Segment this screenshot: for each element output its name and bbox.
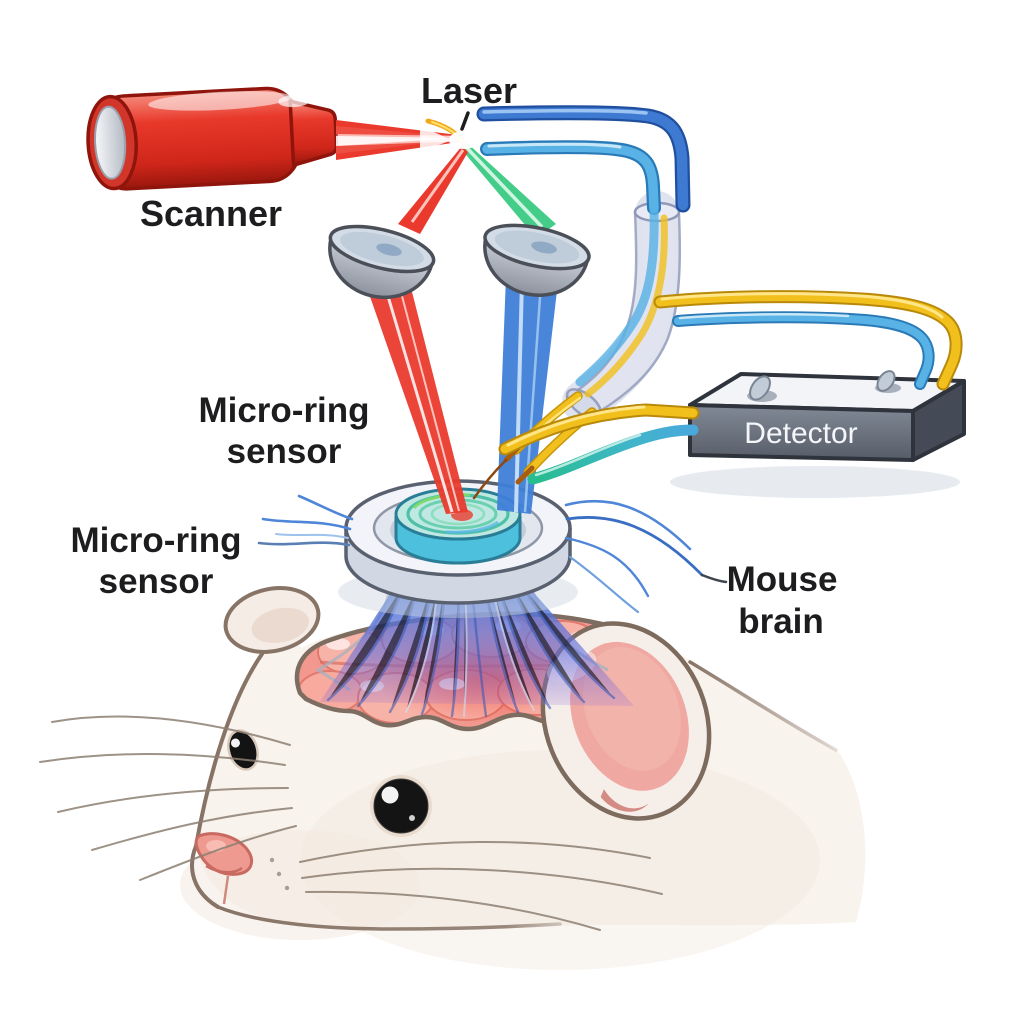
detector-front-face <box>688 403 915 462</box>
svg-text:Micro-ring: Micro-ring <box>198 391 369 430</box>
fibers-inside-glass <box>575 205 668 398</box>
yellow-cable-left <box>498 403 700 456</box>
laser-label-tick <box>460 111 470 131</box>
philtrum-line <box>222 875 230 905</box>
detector-label: Detector <box>744 417 857 450</box>
label-leader-left <box>257 541 351 547</box>
laser-output-beam <box>336 118 471 160</box>
fiber-needle-tip <box>472 458 508 500</box>
svg-text:brain: brain <box>738 602 824 641</box>
laser-scanner-device <box>86 86 339 191</box>
micro-ring-sensor-label-top: Micro-ring sensor <box>198 391 369 471</box>
micro-ring-sensor-device <box>338 479 578 618</box>
forehead-outline <box>194 652 264 848</box>
right-mirror <box>483 223 591 297</box>
left-ear <box>223 586 321 654</box>
svg-text:Micro-ring: Micro-ring <box>70 521 241 560</box>
big-eye <box>370 775 432 837</box>
chin-outline <box>190 844 220 909</box>
detector-knob-left <box>747 375 777 402</box>
detector-box: Detector <box>688 370 966 462</box>
blue-fiber-light <box>480 140 661 215</box>
yellow-cable-right <box>653 290 963 391</box>
micro-ring-sensor-label-left: Micro-ring sensor <box>70 521 241 601</box>
laser-label: Laser <box>421 70 517 111</box>
whiskers <box>39 715 663 931</box>
green-beam-to-mirror <box>462 142 556 238</box>
svg-text:sensor: sensor <box>99 562 214 601</box>
back-outline <box>688 660 838 752</box>
svg-text:sensor: sensor <box>227 432 342 471</box>
laser-nozzle <box>288 98 339 168</box>
teal-cable-left <box>527 424 699 485</box>
scanner-label: Scanner <box>140 193 282 234</box>
red-beam-to-left-mirror <box>398 146 468 234</box>
light-fan-beam <box>315 584 634 718</box>
focal-flash <box>449 131 479 149</box>
detector-shadow <box>670 466 960 498</box>
sensor-wires <box>257 494 728 614</box>
jaw-outline <box>216 905 562 931</box>
whisker-dots <box>269 857 290 891</box>
blue-fiber-dark <box>476 105 691 213</box>
detector-knob-right <box>875 370 901 393</box>
red-beam-to-sensor <box>360 268 468 514</box>
svg-text:Mouse: Mouse <box>727 560 838 599</box>
laser-aperture <box>94 105 127 180</box>
labels: Laser Scanner Micro-ring sensor Micro-ri… <box>70 70 837 641</box>
label-leader-right <box>700 573 728 584</box>
mouse-brain-label: Mouse brain <box>727 560 838 641</box>
left-mirror <box>328 224 436 300</box>
blue-cable-right <box>672 311 935 390</box>
